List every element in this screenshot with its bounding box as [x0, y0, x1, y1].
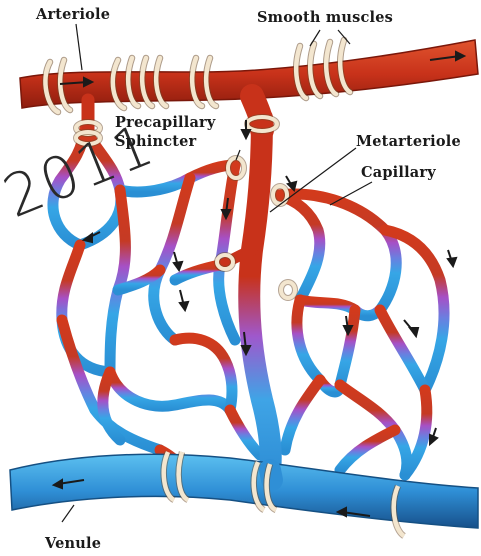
label-smooth-muscles: Smooth muscles	[257, 9, 393, 26]
label-capillary: Capillary	[361, 164, 436, 181]
metarteriole-vessel	[249, 118, 270, 470]
label-arteriole: Arteriole	[36, 6, 110, 23]
label-venule: Venule	[45, 535, 101, 552]
label-sphincter: Sphincter	[115, 133, 196, 150]
label-precapillary: Precapillary	[115, 114, 216, 131]
label-metarteriole: Metarteriole	[356, 133, 461, 150]
